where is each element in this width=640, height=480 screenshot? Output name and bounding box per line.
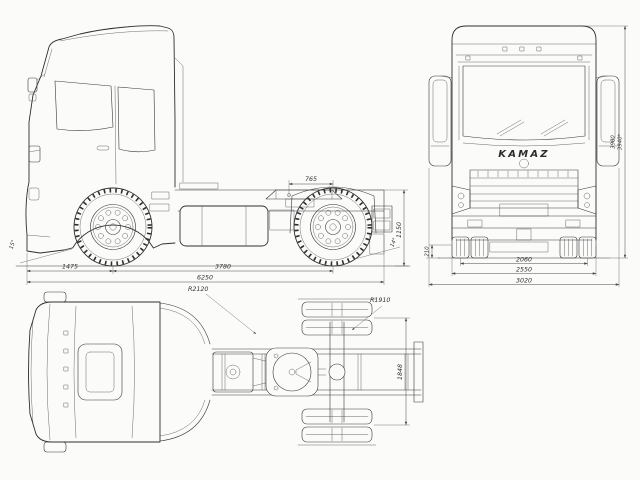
windshield (462, 65, 586, 141)
front-dimensions: 210 2060 2550 3020 3980 3940* (425, 25, 628, 287)
dim-fifth-wheel-offset: 765 (305, 176, 317, 183)
dim-overall-width: 2550 (516, 267, 532, 274)
differential (328, 363, 346, 381)
rear-tire-bottom-outer (301, 426, 373, 443)
cab-rear-flaps (159, 302, 211, 442)
dim-wheelbase: 3780 (215, 264, 231, 271)
top-dimensions: R2120 R1910 1848 (188, 286, 410, 426)
rear-wheel (292, 186, 374, 268)
dim-front-track: 2060 (516, 257, 532, 264)
marker-lamps (465, 46, 583, 61)
fifth-wheel-top (265, 347, 319, 397)
bumper (451, 215, 597, 241)
wipers (496, 119, 569, 137)
brand-emblem (519, 158, 529, 169)
side-cab (25, 25, 184, 254)
side-dimensions: 765 1150 1475 3780 6250 15° 14° (9, 176, 408, 285)
mirror-left (428, 75, 453, 167)
dim-width-over-mirrors: 3020 (516, 278, 532, 285)
side-headlight (28, 145, 41, 201)
rear-tire-top-outer (301, 301, 373, 318)
roof-marker-lamps (63, 330, 69, 408)
top-cab (28, 291, 211, 453)
dim-overall-length: 6250 (197, 275, 213, 282)
top-mirror-upper (43, 291, 67, 303)
rear-lamps (371, 205, 393, 233)
front-cab: KAMAZ (428, 25, 620, 259)
rear-fender (289, 186, 377, 234)
dim-rear-swing-radius: R1910 (370, 297, 390, 304)
top-mirror-lower (43, 441, 67, 453)
dim-ground-clearance: 210 (425, 246, 431, 257)
roof-hatch (77, 343, 123, 401)
top-view: R2120 R1910 1848 (28, 286, 424, 453)
dim-departure-angle: 14° (390, 237, 399, 248)
grille (469, 169, 579, 209)
headlight-left (451, 185, 471, 215)
dim-rear-track: 1848 (397, 364, 404, 380)
dim-front-overhang: 1475 (62, 264, 78, 271)
dim-overall-height: 3980 (611, 135, 617, 149)
mirror-right (595, 75, 620, 167)
dim-fifth-wheel-height: 1150 (396, 222, 403, 238)
fuel-tank (179, 205, 269, 247)
rear-tire-bottom-inner (301, 408, 373, 425)
brand-logo-text: KAMAZ (498, 149, 549, 160)
side-view: 765 1150 1475 3780 6250 15° 14° (9, 25, 411, 285)
dim-overall-height-alt: 3940* (618, 133, 624, 150)
front-wheel (72, 186, 154, 268)
front-view: KAMAZ (425, 25, 628, 287)
side-chassis (174, 182, 393, 255)
top-chassis (211, 298, 424, 446)
headlight-right (577, 185, 597, 215)
dim-approach-angle: 15° (9, 239, 18, 250)
dim-front-corner-radius: R2120 (188, 286, 208, 293)
side-mirror (27, 73, 46, 102)
